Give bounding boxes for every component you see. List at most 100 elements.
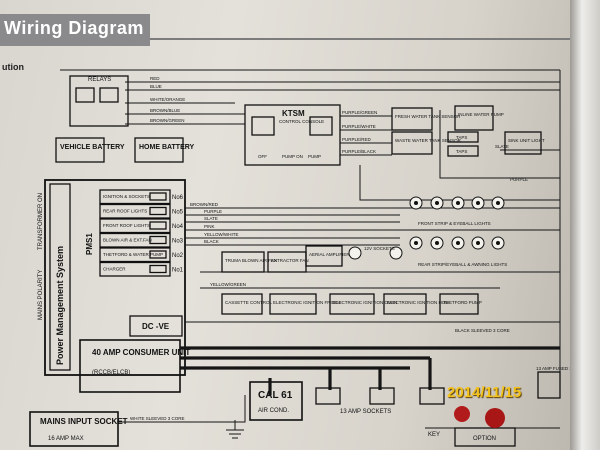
inline-pump-label: INLINE WATER PUMP	[458, 112, 504, 117]
home-battery-box	[134, 137, 184, 163]
fused-switch-label: 13 AMP FUSED SWITCH	[536, 366, 587, 371]
wire-label-black: BLACK	[204, 239, 219, 244]
pms-row-number: No1	[172, 268, 184, 274]
white-sleeved-label: WHITE SLEEVED 3 CORE	[130, 416, 185, 421]
header-rule	[150, 38, 570, 40]
pms-row-number: No2	[172, 253, 184, 259]
black-sleeved-label: BLACK SLEEVED 3 CORE	[455, 328, 510, 333]
wire-pump-down	[439, 110, 560, 179]
wire-label-brown-blue: BROWN/BLUE	[150, 108, 180, 113]
wire-label-yellow-green: YELLOW/GREEN	[210, 282, 246, 287]
mains-input-label: MAINS INPUT SOCKET	[40, 417, 128, 426]
relay-1	[75, 87, 95, 103]
red-object-1	[454, 406, 470, 422]
consumer-unit-box	[79, 339, 181, 393]
home-battery-text: HOME BATTERY	[139, 144, 195, 151]
wire-label-purple-white: PURPLE/WHITE	[342, 124, 376, 129]
pms-row-box	[99, 189, 171, 205]
pms-row-label: REAR ROOF LIGHTS	[103, 209, 147, 214]
pms-mains-polarity: MAINS POLARITY	[38, 270, 44, 320]
light-bulb-center	[456, 241, 460, 245]
fresh-water-sensor-box	[391, 107, 433, 131]
air-cond-label: AIR COND.	[258, 408, 289, 414]
fuse-icon	[149, 235, 167, 245]
option-box	[454, 427, 516, 447]
aerial-amp-label: AERIAL AMPLIFIER	[309, 252, 350, 257]
dc-ve-box	[129, 315, 183, 337]
relay-2	[99, 87, 119, 103]
wire-label-brown-green: BROWN/GREEN	[150, 118, 185, 123]
waste-water-sensor-box	[391, 131, 433, 155]
pms-row-label: THETFORD & WATER PUMP	[103, 252, 163, 257]
cassette-control-label: CASSETTE CONTROL	[225, 300, 273, 305]
ktsm-off: OFF	[258, 154, 267, 159]
extractor-fan-label: EXTRACTOR FAN	[271, 258, 309, 263]
rear-lights-label: REAR STRIP/EYEBALL & AWNING LIGHTS	[418, 262, 507, 267]
ktsm-console-box	[244, 104, 341, 166]
pms-row-box	[99, 261, 171, 277]
pms-row-label: CHARGER	[103, 267, 126, 272]
thetford-pump-box	[439, 293, 479, 315]
light-bulb-center	[496, 241, 500, 245]
wire-label-slate-low: SLATE	[204, 216, 218, 221]
socket-13a-3	[419, 387, 445, 405]
wire-label-pink: PINK	[204, 224, 215, 229]
vehicle-battery-text: VEHICLE BATTERY	[60, 144, 125, 151]
front-lights-label: FRONT STRIP & EYEBALL LIGHTS	[418, 221, 491, 226]
taps-1-label: TAPS	[456, 135, 467, 140]
fuse-icon	[149, 250, 167, 259]
pms-row-box	[99, 232, 171, 248]
truma-fan-label: TRUMA BLOWN AIR FAN	[225, 258, 277, 263]
header-band	[0, 14, 150, 46]
pms-row-box	[99, 218, 171, 234]
wire-label-blue: BLUE	[150, 84, 162, 89]
air-cond-box	[249, 381, 303, 421]
fuse-icon	[149, 264, 167, 274]
wire-label-brown-red: BROWN/RED	[190, 202, 219, 207]
sink-light-box	[504, 131, 542, 155]
wire-mains-in	[118, 395, 246, 423]
ktsm-gauge-left	[251, 116, 275, 136]
hob-label: ELECTRONIC IGNITION HOB	[387, 300, 448, 305]
pms-row-number: No5	[172, 210, 184, 216]
socket-12v-a	[348, 246, 362, 260]
earth-symbol	[226, 420, 244, 439]
truma-fan-box	[221, 251, 265, 273]
fuse-icon	[149, 206, 167, 216]
light-bulb-center	[476, 241, 480, 245]
amps-sockets-label: 13 AMP SOCKETS	[340, 409, 391, 415]
relays-box	[69, 75, 129, 127]
wire-label-yellow-white: YELLOW/WHITE	[204, 232, 239, 237]
consumer-unit-label: 40 AMP CONSUMER UNIT	[92, 348, 190, 357]
cal-label: CAL 61	[258, 390, 293, 401]
ktsm-label: KTSM	[282, 109, 305, 118]
vehicle-battery-box	[55, 137, 105, 163]
fridge-label: ELECTRONIC IGNITION FRIDGE	[273, 300, 342, 305]
light-bulb-center	[496, 201, 500, 205]
light-bulb-center	[414, 241, 418, 245]
light-fittings	[409, 196, 505, 250]
inline-pump-box	[454, 105, 494, 131]
hob-box	[383, 293, 427, 315]
oven-box	[329, 293, 375, 315]
pms-model: PMS1	[85, 233, 94, 255]
socket-13a-2	[369, 387, 395, 405]
section-heading: ution	[2, 62, 24, 72]
dc-ve-label: DC -VE	[142, 322, 170, 331]
pms-title: Power Management System	[55, 246, 65, 365]
pms-row-label: BLOWN AIR & EXT.FAN	[103, 238, 152, 243]
red-object-2	[485, 408, 505, 428]
wire-label-slate-top: SLATE	[495, 144, 509, 149]
consumer-unit-rccb: (RCCB/ELCB)	[92, 370, 130, 376]
thetford-pump-label: THETFORD PUMP	[443, 300, 482, 305]
sockets-12v-label: 12V SOCKETS	[364, 246, 395, 251]
light-bulb-center	[456, 201, 460, 205]
fuse-icon	[149, 221, 167, 230]
wire-label-purple-black: PURPLE/BLACK	[342, 149, 376, 154]
ktsm-pump-on: PUMP ON	[282, 154, 303, 159]
wire-label-purple-mid: PURPLE	[204, 209, 222, 214]
pms-row-label: IGNITION & SOCKETS	[103, 194, 150, 199]
wire-label-purple-top: PURPLE	[510, 177, 528, 182]
